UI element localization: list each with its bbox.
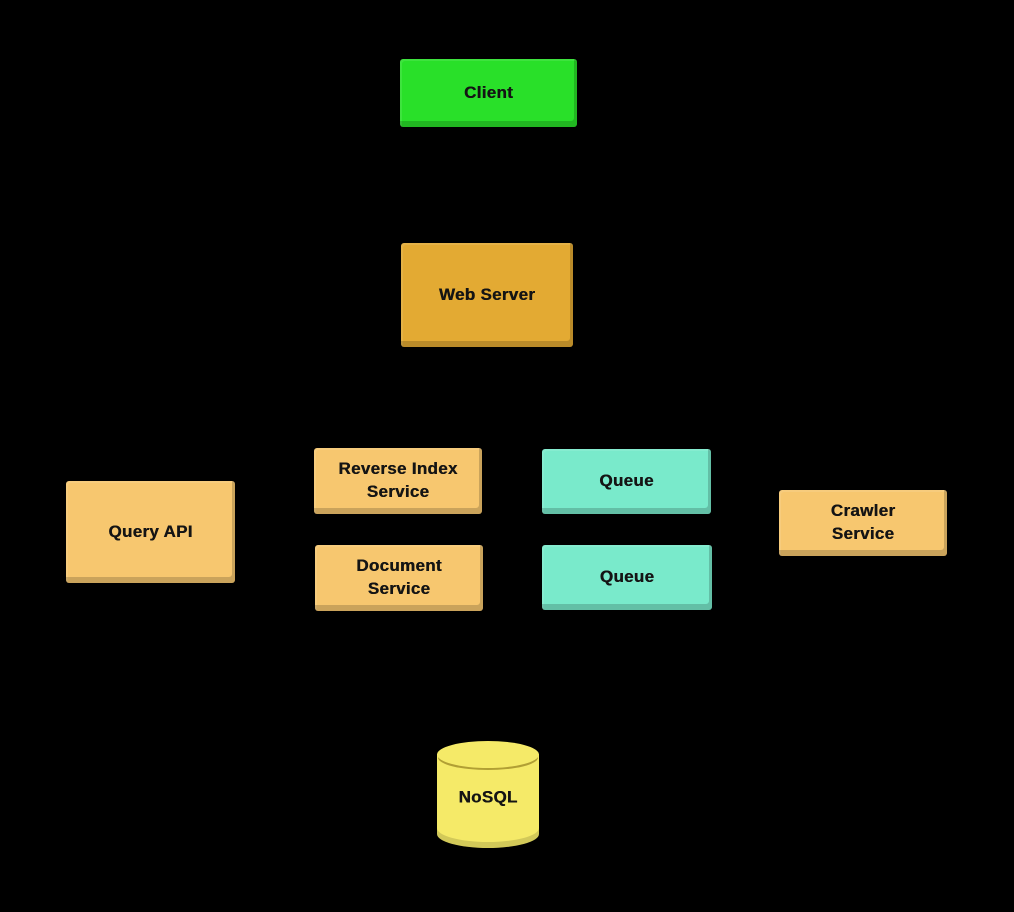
node-reverse-index-service: Reverse Index Service [314,448,482,514]
node-crawler-service: Crawler Service [779,490,947,556]
node-web-server-label: Web Server [438,284,536,304]
node-queue-bottom: Queue [542,545,712,610]
node-client: Client [400,59,577,127]
nosql-cylinder-top [437,741,539,768]
node-reverse-index-service-label: Reverse Index Service [338,459,458,501]
nosql-cylinder-body [437,754,539,848]
node-nosql-database: NoSQL [437,741,539,848]
node-queue-top-label: Queue [599,471,654,491]
node-document-service-label: Document Service [356,556,442,598]
node-nosql-label: NoSQL [458,786,518,806]
node-document-service: Document Service [315,545,483,611]
node-queue-top: Queue [542,449,711,514]
node-queue-bottom-label: Queue [599,567,655,587]
node-query-api-label: Query API [108,521,193,541]
node-client-label: Client [463,82,514,102]
node-web-server: Web Server [401,243,573,347]
node-query-api: Query API [66,481,235,583]
node-crawler-service-label: Crawler Service [830,501,896,543]
